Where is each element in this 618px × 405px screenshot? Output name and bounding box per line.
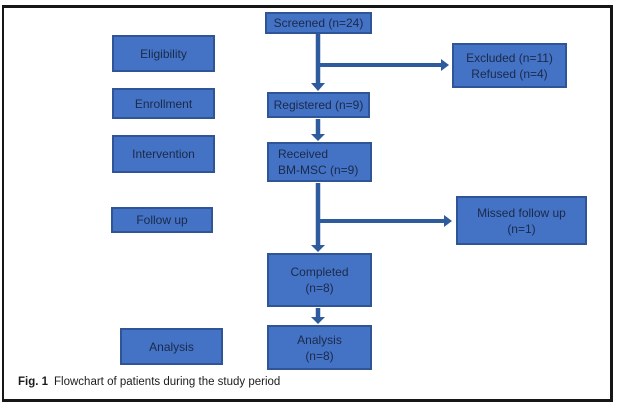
node-missed-followup: Missed follow up (n=1) [456, 196, 587, 245]
node-missed-line2: (n=1) [507, 221, 536, 236]
stage-label-enrollment: Enrollment [112, 88, 215, 119]
node-completed-line2: (n=8) [305, 281, 334, 295]
node-excluded-line1: Excluded (n=11) [466, 50, 553, 65]
node-analysis-line1: Analysis [297, 332, 342, 347]
stage-label-followup: Follow up [111, 207, 213, 233]
node-excluded-refused: Excluded (n=11) Refused (n=4) [452, 43, 567, 88]
node-received-line2: BM-MSC (n=9) [278, 163, 359, 177]
node-completed-line1: Completed [290, 265, 349, 279]
node-received-line1: Received [278, 147, 329, 161]
figure-border-frame [2, 5, 613, 402]
node-screened-label: Screened (n=24) [273, 16, 364, 30]
node-received-bm-msc: Received BM-MSC (n=9) [267, 142, 372, 182]
figure-caption-text: Flowchart of patients during the study p… [54, 376, 281, 388]
node-excluded-line2: Refused (n=4) [471, 66, 548, 81]
stage-label-analysis: Analysis [120, 328, 223, 365]
figure-caption-label: Fig. 1 [18, 376, 49, 388]
stage-label-intervention-text: Intervention [132, 147, 195, 161]
node-missed-line1: Missed follow up [477, 205, 566, 220]
stage-label-enrollment-text: Enrollment [134, 96, 193, 111]
node-analysis-line2: (n=8) [305, 348, 334, 363]
stage-label-analysis-text: Analysis [149, 339, 194, 354]
stage-label-eligibility-text: Eligibility [140, 46, 187, 61]
figure-caption: Fig. 1 Flowchart of patients during the s… [18, 376, 280, 388]
node-completed: Completed (n=8) [267, 253, 372, 307]
node-screened: Screened (n=24) [265, 12, 372, 34]
node-registered: Registered (n=9) [267, 92, 370, 118]
stage-label-followup-text: Follow up [136, 213, 188, 227]
node-registered-label: Registered (n=9) [273, 98, 364, 112]
stage-label-intervention: Intervention [112, 135, 215, 173]
stage-label-eligibility: Eligibility [112, 35, 215, 72]
node-analysis: Analysis (n=8) [267, 325, 372, 370]
